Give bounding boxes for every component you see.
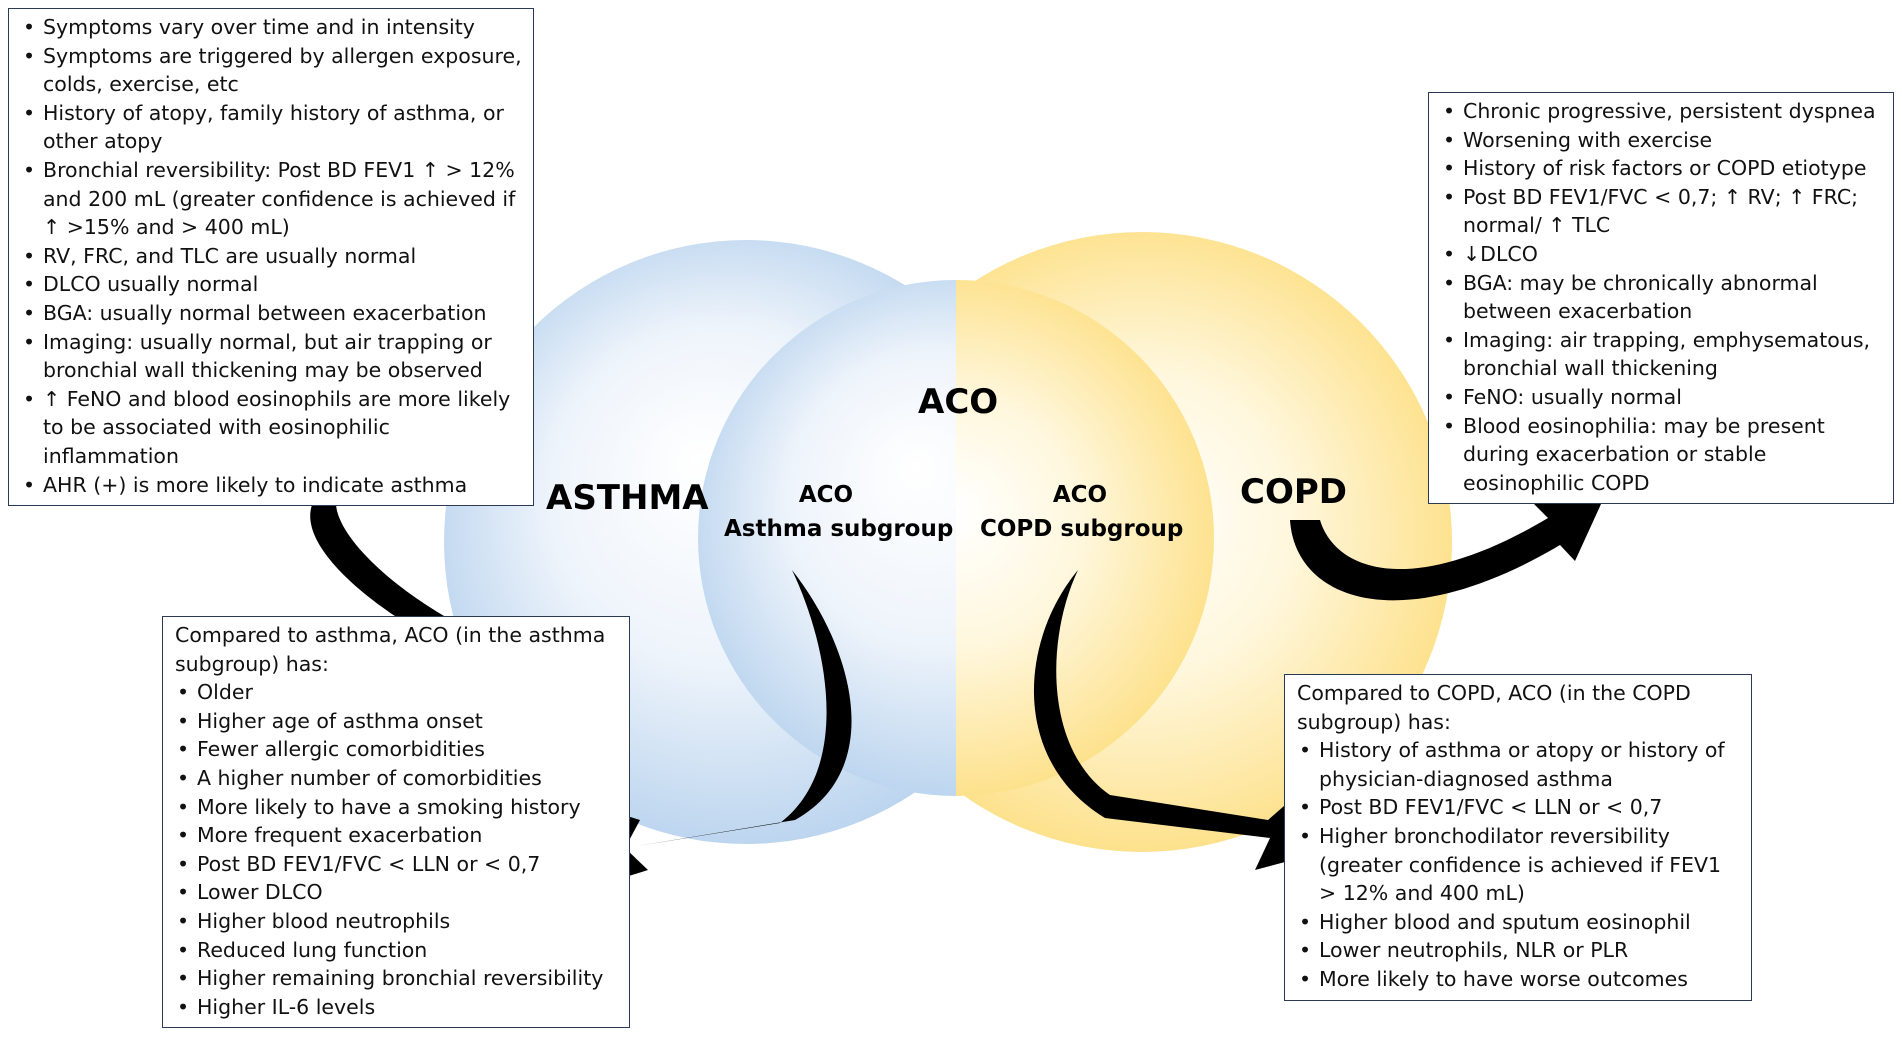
list-item: Higher remaining bronchial reversibility <box>175 964 619 993</box>
aco-copd-comparison-box: Compared to COPD, ACO (in the COPD subgr… <box>1284 674 1752 1001</box>
label-aco-copd-sub-line1: ACO <box>1052 482 1108 508</box>
list-item: ↑ FeNO and blood eosinophils are more li… <box>21 385 523 471</box>
list-item: RV, FRC, and TLC are usually normal <box>21 242 523 271</box>
list-item: Blood eosinophilia: may be present durin… <box>1441 412 1883 498</box>
aco-asthma-comparison-list: Older Higher age of asthma onset Fewer a… <box>175 678 619 1021</box>
label-aco-asthma-sub-line2: Asthma subgroup <box>724 516 954 542</box>
label-copd: COPD <box>1240 472 1347 512</box>
list-item: Higher blood and sputum eosinophil <box>1297 908 1741 937</box>
label-aco: ACO <box>918 382 999 422</box>
list-item: Post BD FEV1/FVC < LLN or < 0,7 <box>175 850 619 879</box>
list-item: FeNO: usually normal <box>1441 383 1883 412</box>
list-item: A higher number of comorbidities <box>175 764 619 793</box>
asthma-features-box: Symptoms vary over time and in intensity… <box>8 8 534 507</box>
list-item: More likely to have a smoking history <box>175 793 619 822</box>
list-item: Reduced lung function <box>175 936 619 965</box>
list-item: BGA: usually normal between exacerbation <box>21 299 523 328</box>
list-item: Post BD FEV1/FVC < LLN or < 0,7 <box>1297 793 1741 822</box>
list-item: Post BD FEV1/FVC < 0,7; ↑ RV; ↑ FRC; nor… <box>1441 183 1883 240</box>
asthma-features-list: Symptoms vary over time and in intensity… <box>21 13 523 499</box>
label-aco-copd-sub-line2: COPD subgroup <box>980 516 1184 542</box>
list-item: Chronic progressive, persistent dyspnea <box>1441 97 1883 126</box>
list-item: Older <box>175 678 619 707</box>
list-item: Bronchial reversibility: Post BD FEV1 ↑ … <box>21 156 523 242</box>
label-aco-copd-subgroup: ACO COPD subgroup <box>980 478 1184 546</box>
list-item: Imaging: usually normal, but air trappin… <box>21 328 523 385</box>
aco-asthma-comparison-box: Compared to asthma, ACO (in the asthma s… <box>162 616 630 1029</box>
list-item: More likely to have worse outcomes <box>1297 965 1741 994</box>
list-item: DLCO usually normal <box>21 270 523 299</box>
aco-asthma-comparison-intro: Compared to asthma, ACO (in the asthma s… <box>175 623 606 676</box>
list-item: Lower DLCO <box>175 878 619 907</box>
list-item: AHR (+) is more likely to indicate asthm… <box>21 471 523 500</box>
list-item: Higher bronchodilator reversibility (gre… <box>1297 822 1741 908</box>
list-item: Higher age of asthma onset <box>175 707 619 736</box>
label-asthma: ASTHMA <box>546 478 709 518</box>
list-item: ↓DLCO <box>1441 240 1883 269</box>
arrow-copd-to-features <box>1290 480 1612 601</box>
list-item: History of risk factors or COPD etiotype <box>1441 154 1883 183</box>
list-item: More frequent exacerbation <box>175 821 619 850</box>
list-item: History of asthma or atopy or history of… <box>1297 736 1741 793</box>
list-item: Imaging: air trapping, emphysematous, br… <box>1441 326 1883 383</box>
list-item: BGA: may be chronically abnormal between… <box>1441 269 1883 326</box>
list-item: Worsening with exercise <box>1441 126 1883 155</box>
aco-copd-comparison-intro: Compared to COPD, ACO (in the COPD subgr… <box>1297 681 1691 734</box>
list-item: Lower neutrophils, NLR or PLR <box>1297 936 1741 965</box>
list-item: Symptoms are triggered by allergen expos… <box>21 42 523 99</box>
list-item: History of atopy, family history of asth… <box>21 99 523 156</box>
copd-features-box: Chronic progressive, persistent dyspnea … <box>1428 92 1894 505</box>
aco-copd-comparison-list: History of asthma or atopy or history of… <box>1297 736 1741 993</box>
arrow-aco-copd-to-comparison <box>1033 570 1300 870</box>
label-aco-asthma-sub-line1: ACO <box>798 482 854 508</box>
label-aco-asthma-subgroup: ACO Asthma subgroup <box>724 478 954 546</box>
list-item: Fewer allergic comorbidities <box>175 735 619 764</box>
list-item: Symptoms vary over time and in intensity <box>21 13 523 42</box>
list-item: Higher IL-6 levels <box>175 993 619 1022</box>
copd-features-list: Chronic progressive, persistent dyspnea … <box>1441 97 1883 497</box>
arrow-asthma-to-features <box>282 470 460 632</box>
aco-overlap <box>698 280 1214 796</box>
list-item: Higher blood neutrophils <box>175 907 619 936</box>
